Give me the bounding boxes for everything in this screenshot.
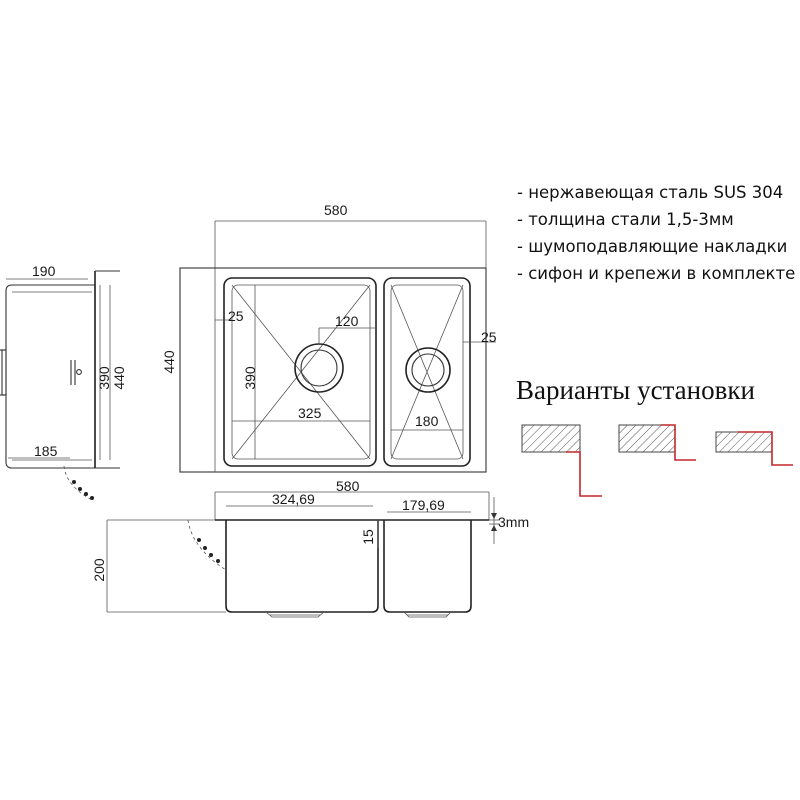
front-view-right-bowl	[383, 520, 472, 618]
install-sink-profile	[661, 424, 696, 461]
side-view: 190 390 440 185	[0, 263, 127, 501]
front-view-swing-arc	[187, 519, 227, 571]
side-view-swing-arc	[63, 465, 94, 501]
top-right-bowl-width-label: 180	[415, 413, 439, 429]
feature-item: - нержавеющая сталь SUS 304	[517, 183, 783, 202]
install-options-title: Варианты установки	[516, 375, 755, 405]
side-view-drain-symbol	[70, 360, 82, 385]
top-rim-right-label: 25	[481, 329, 497, 345]
install-sink-profile	[566, 451, 602, 497]
front-overall-width-label: 580	[336, 478, 360, 494]
install-variant-undermount	[521, 424, 602, 497]
top-left-bowl-width-label: 325	[298, 405, 322, 421]
top-drain-spacing-label: 120	[335, 313, 359, 329]
front-thickness-label: 3mm	[498, 514, 529, 530]
feature-item: - шумоподавляющие накладки	[517, 237, 787, 256]
top-overall-height-label: 440	[161, 350, 177, 374]
front-view-left-bowl	[225, 520, 379, 618]
front-right-bowl-label: 179,69	[402, 497, 445, 513]
feature-item: - сифон и крепежи в комплекте	[517, 264, 795, 283]
install-sink-profile	[738, 431, 793, 466]
top-view-left-bowl	[223, 277, 377, 467]
side-view-outline	[0, 270, 120, 469]
top-rim-label: 25	[228, 308, 244, 324]
install-variant-flush	[618, 424, 696, 461]
front-depth-label: 200	[91, 558, 107, 582]
front-gap-label: 15	[360, 529, 376, 545]
side-width-bottom-label: 185	[34, 443, 58, 459]
right-drain-inner	[411, 353, 445, 387]
front-view: 580 324,69 179,69 200 15 3mm	[91, 478, 529, 618]
top-view-outer-frame	[179, 267, 487, 473]
install-variant-overmount	[715, 431, 793, 466]
side-width-top-label: 190	[32, 263, 56, 279]
top-view-right-bowl	[383, 277, 496, 467]
front-left-bowl-label: 324,69	[272, 491, 315, 507]
side-outer-height-label: 440	[111, 366, 127, 390]
top-overall-width-label: 580	[324, 202, 348, 218]
side-inner-height-label: 390	[96, 366, 112, 390]
left-drain-outer	[294, 343, 344, 393]
front-thickness-marker	[489, 497, 500, 544]
left-drain-inner	[300, 349, 338, 387]
top-left-bowl-height-label: 390	[242, 366, 258, 390]
right-drain-outer	[405, 347, 451, 393]
feature-item: - толщина стали 1,5-3мм	[517, 210, 734, 229]
top-view: 580 440 25 120 390	[161, 202, 497, 473]
feature-list: - нержавеющая сталь SUS 304 - толщина ст…	[517, 183, 795, 283]
